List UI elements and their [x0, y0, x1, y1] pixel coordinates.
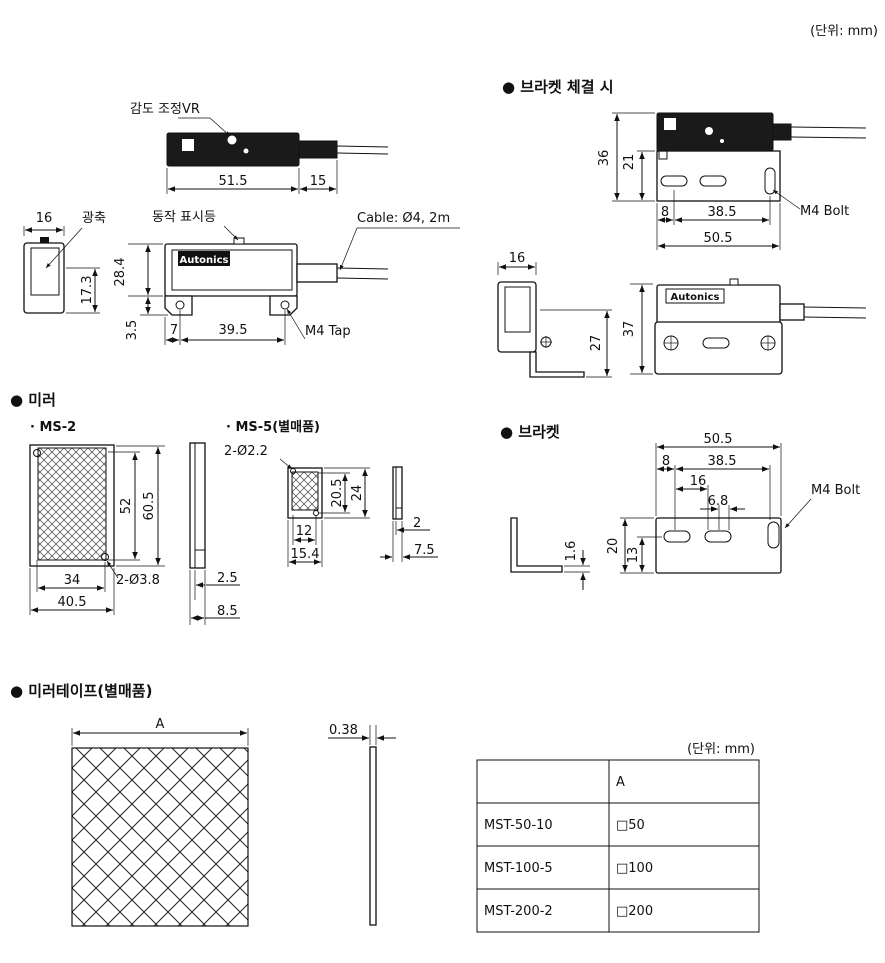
- dim-mount-27: 27: [589, 335, 604, 352]
- optical-axis-label: 광축: [82, 211, 106, 226]
- dim-sensor-axis-height: 17.3: [80, 276, 95, 305]
- dim-ms2-h-outer: 60.5: [142, 492, 157, 521]
- dim-mount-h21: 21: [622, 154, 637, 171]
- table-header-a: A: [616, 775, 625, 790]
- dim-bracket-505: 50.5: [704, 432, 733, 447]
- mount-bolt-label: M4 Bolt: [800, 204, 849, 219]
- dim-ms5-h-inner: 20.5: [330, 479, 345, 508]
- table-row-1-size: □50: [616, 818, 645, 833]
- bracket-title: ● 브라켓: [500, 423, 560, 441]
- bracket-front: 50.5 8 38.5 16 6.8 M4 Bolt 20 13: [606, 432, 860, 574]
- dim-ms2-w-inner: 34: [64, 573, 81, 588]
- indicator-label: 동작 표시등: [152, 210, 216, 225]
- dim-mount-37: 37: [622, 321, 637, 338]
- tape-title: ● 미러테이프(별매품): [10, 682, 152, 700]
- dim-ms5-thick2: 7.5: [414, 543, 435, 558]
- dim-tape-thickness: 0.38: [329, 723, 358, 738]
- dim-bracket-thickness: 1.6: [564, 541, 579, 562]
- dim-sensor-length: 51.5: [219, 174, 248, 189]
- bracket-side: 1.6: [510, 517, 590, 590]
- dim-bracket-16: 16: [690, 474, 707, 489]
- bracket-mount-title: ● 브라켓 체결 시: [502, 78, 614, 96]
- dim-bracket-385: 38.5: [708, 454, 737, 469]
- dim-ms5-h-outer: 24: [350, 485, 365, 502]
- ms5-mirror: 2-Ø2.2 20.5 24 12 15.4: [224, 444, 370, 567]
- table-row-3-size: □200: [616, 904, 653, 919]
- dim-ms2-holes: 2-Ø3.8: [116, 573, 160, 588]
- mirror-title: ● 미러: [10, 391, 56, 409]
- dim-ms5-holes: 2-Ø2.2: [224, 444, 268, 459]
- table-row-1-model: MST-50-10: [484, 818, 553, 833]
- bracket-mount-top: 36 21 8 38.5 50.5 M4 Bolt: [597, 112, 867, 250]
- dim-sensor-width: 16: [36, 211, 53, 226]
- dim-ms2-h-inner: 52: [119, 498, 134, 515]
- dim-ms2-thick1: 2.5: [217, 571, 238, 586]
- sensor-top-view: 감도 조정VR 51.5 15: [130, 102, 389, 194]
- sensor-side-view: Autonics 동작 표시등 Cable: Ø4, 2m 28.4 3.5 7…: [113, 210, 460, 345]
- dim-sensor-height: 28.4: [113, 258, 128, 287]
- table-row-2-model: MST-100-5: [484, 861, 553, 876]
- dim-mount-385: 38.5: [708, 205, 737, 220]
- dim-ms2-w-outer: 40.5: [58, 595, 87, 610]
- dim-bracket-13: 13: [626, 547, 641, 564]
- dim-sensor-cable-len: 15: [310, 174, 327, 189]
- ms5-mirror-side: 2 7.5: [380, 466, 438, 562]
- dim-sensor-base: 3.5: [125, 320, 140, 341]
- tape-unit-note: (단위: mm): [687, 742, 755, 757]
- dim-tape-a: A: [156, 717, 165, 732]
- bracket-bolt-label: M4 Bolt: [811, 483, 860, 498]
- dim-ms5-w-outer: 15.4: [291, 547, 320, 562]
- dim-mount-total-height: 36: [597, 150, 612, 167]
- dim-mount-16: 16: [509, 251, 526, 266]
- sensitivity-vr-label: 감도 조정VR: [130, 102, 200, 117]
- dim-mount-8: 8: [661, 205, 669, 220]
- dim-bracket-20: 20: [606, 538, 621, 555]
- sensor-front-view: 16 광축 17.3: [23, 211, 106, 314]
- dim-bracket-68: 6.8: [708, 494, 729, 509]
- table-row-3-model: MST-200-2: [484, 904, 553, 919]
- dim-bracket-8: 8: [662, 454, 670, 469]
- unit-note: (단위: mm): [810, 24, 878, 39]
- bracket-mount-side: Autonics 37: [622, 278, 867, 375]
- dim-ms5-thick1: 2: [413, 516, 421, 531]
- dim-ms2-thick2: 8.5: [217, 604, 238, 619]
- dim-sensor-hole-offset: 7: [170, 323, 178, 338]
- tape-side: 0.38: [328, 723, 396, 926]
- sensor-brand: Autonics: [180, 255, 229, 266]
- dim-mount-505: 50.5: [704, 231, 733, 246]
- tape-sheet: A: [71, 717, 249, 927]
- cable-spec-label: Cable: Ø4, 2m: [357, 211, 450, 226]
- ms2-label: · MS-2: [30, 420, 76, 435]
- tap-label: M4 Tap: [305, 324, 351, 339]
- ms2-mirror: 52 60.5 34 40.5 2-Ø3.8: [29, 444, 165, 615]
- bracket-mount-front: 16 27: [497, 251, 612, 378]
- ms5-label: · MS-5(별매품): [226, 419, 320, 435]
- dim-ms5-w-inner: 12: [296, 524, 313, 539]
- ms2-mirror-side: 2.5 8.5: [189, 442, 240, 625]
- mount-brand: Autonics: [671, 292, 720, 303]
- table-row-2-size: □100: [616, 861, 653, 876]
- tape-table: A MST-50-10 □50 MST-100-5 □100 MST-200-2…: [476, 759, 760, 933]
- dim-sensor-hole-pitch: 39.5: [219, 323, 248, 338]
